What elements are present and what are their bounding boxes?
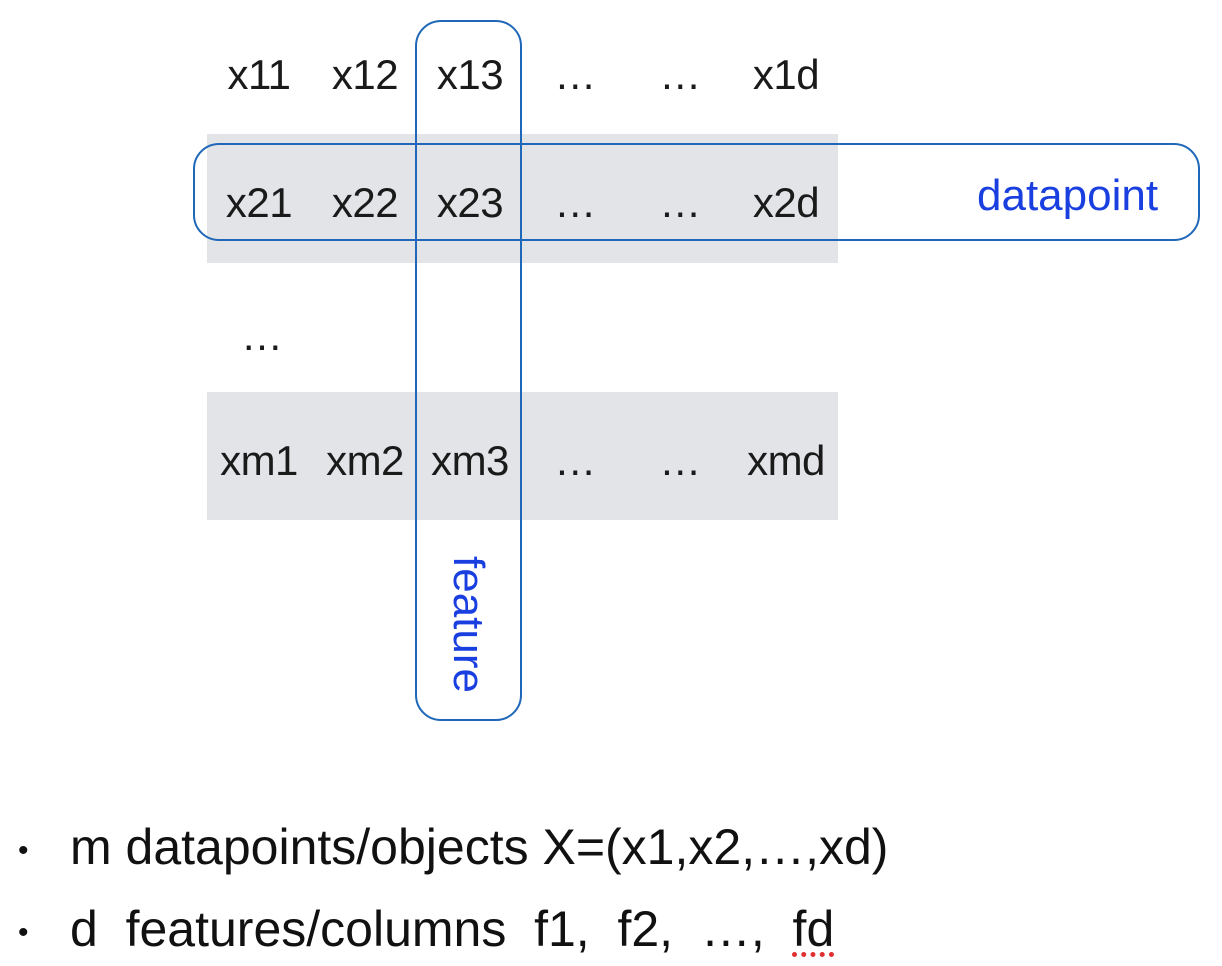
matrix-cell: x21: [225, 179, 293, 226]
matrix-cell: x1d: [752, 51, 820, 98]
matrix-cell: …: [554, 179, 596, 226]
matrix-cell: …: [554, 437, 596, 484]
matrix-cell: x23: [436, 179, 504, 226]
matrix-cell: xm3: [431, 437, 509, 484]
matrix-cell: x22: [331, 179, 399, 226]
matrix-cell: …: [554, 51, 596, 98]
bullet-item: • m datapoints/objects X=(x1,x2,…,xd): [18, 822, 888, 872]
row-ellipsis: …: [241, 312, 283, 359]
row-band-m: [207, 392, 838, 520]
spellcheck-flagged-word: fd: [792, 901, 835, 957]
bullet-text: d features/columns f1, f2, …,: [70, 901, 793, 957]
datapoint-label: datapoint: [977, 171, 1159, 220]
datapoint-highlight-box: [193, 143, 1200, 241]
matrix-cell: …: [659, 51, 701, 98]
matrix-cell: x12: [331, 51, 399, 98]
matrix-cell: xmd: [747, 437, 825, 484]
matrix-cell: xm1: [220, 437, 298, 484]
matrix-cell: …: [659, 437, 701, 484]
matrix-cell: x11: [227, 51, 291, 98]
bullet-text: m datapoints/objects X=(x1,x2,…,xd): [70, 819, 889, 875]
matrix-cell: x13: [436, 51, 504, 98]
row-band-2: [207, 134, 838, 263]
bullet-dot: •: [18, 915, 29, 949]
feature-highlight-box: [415, 20, 522, 721]
matrix-cell: x2d: [752, 179, 820, 226]
bullet-item: • d features/columns f1, f2, …, fd: [18, 904, 834, 954]
matrix-cell: xm2: [326, 437, 404, 484]
matrix-cell: …: [659, 179, 701, 226]
bullet-dot: •: [18, 833, 29, 867]
feature-label: feature: [444, 556, 493, 693]
